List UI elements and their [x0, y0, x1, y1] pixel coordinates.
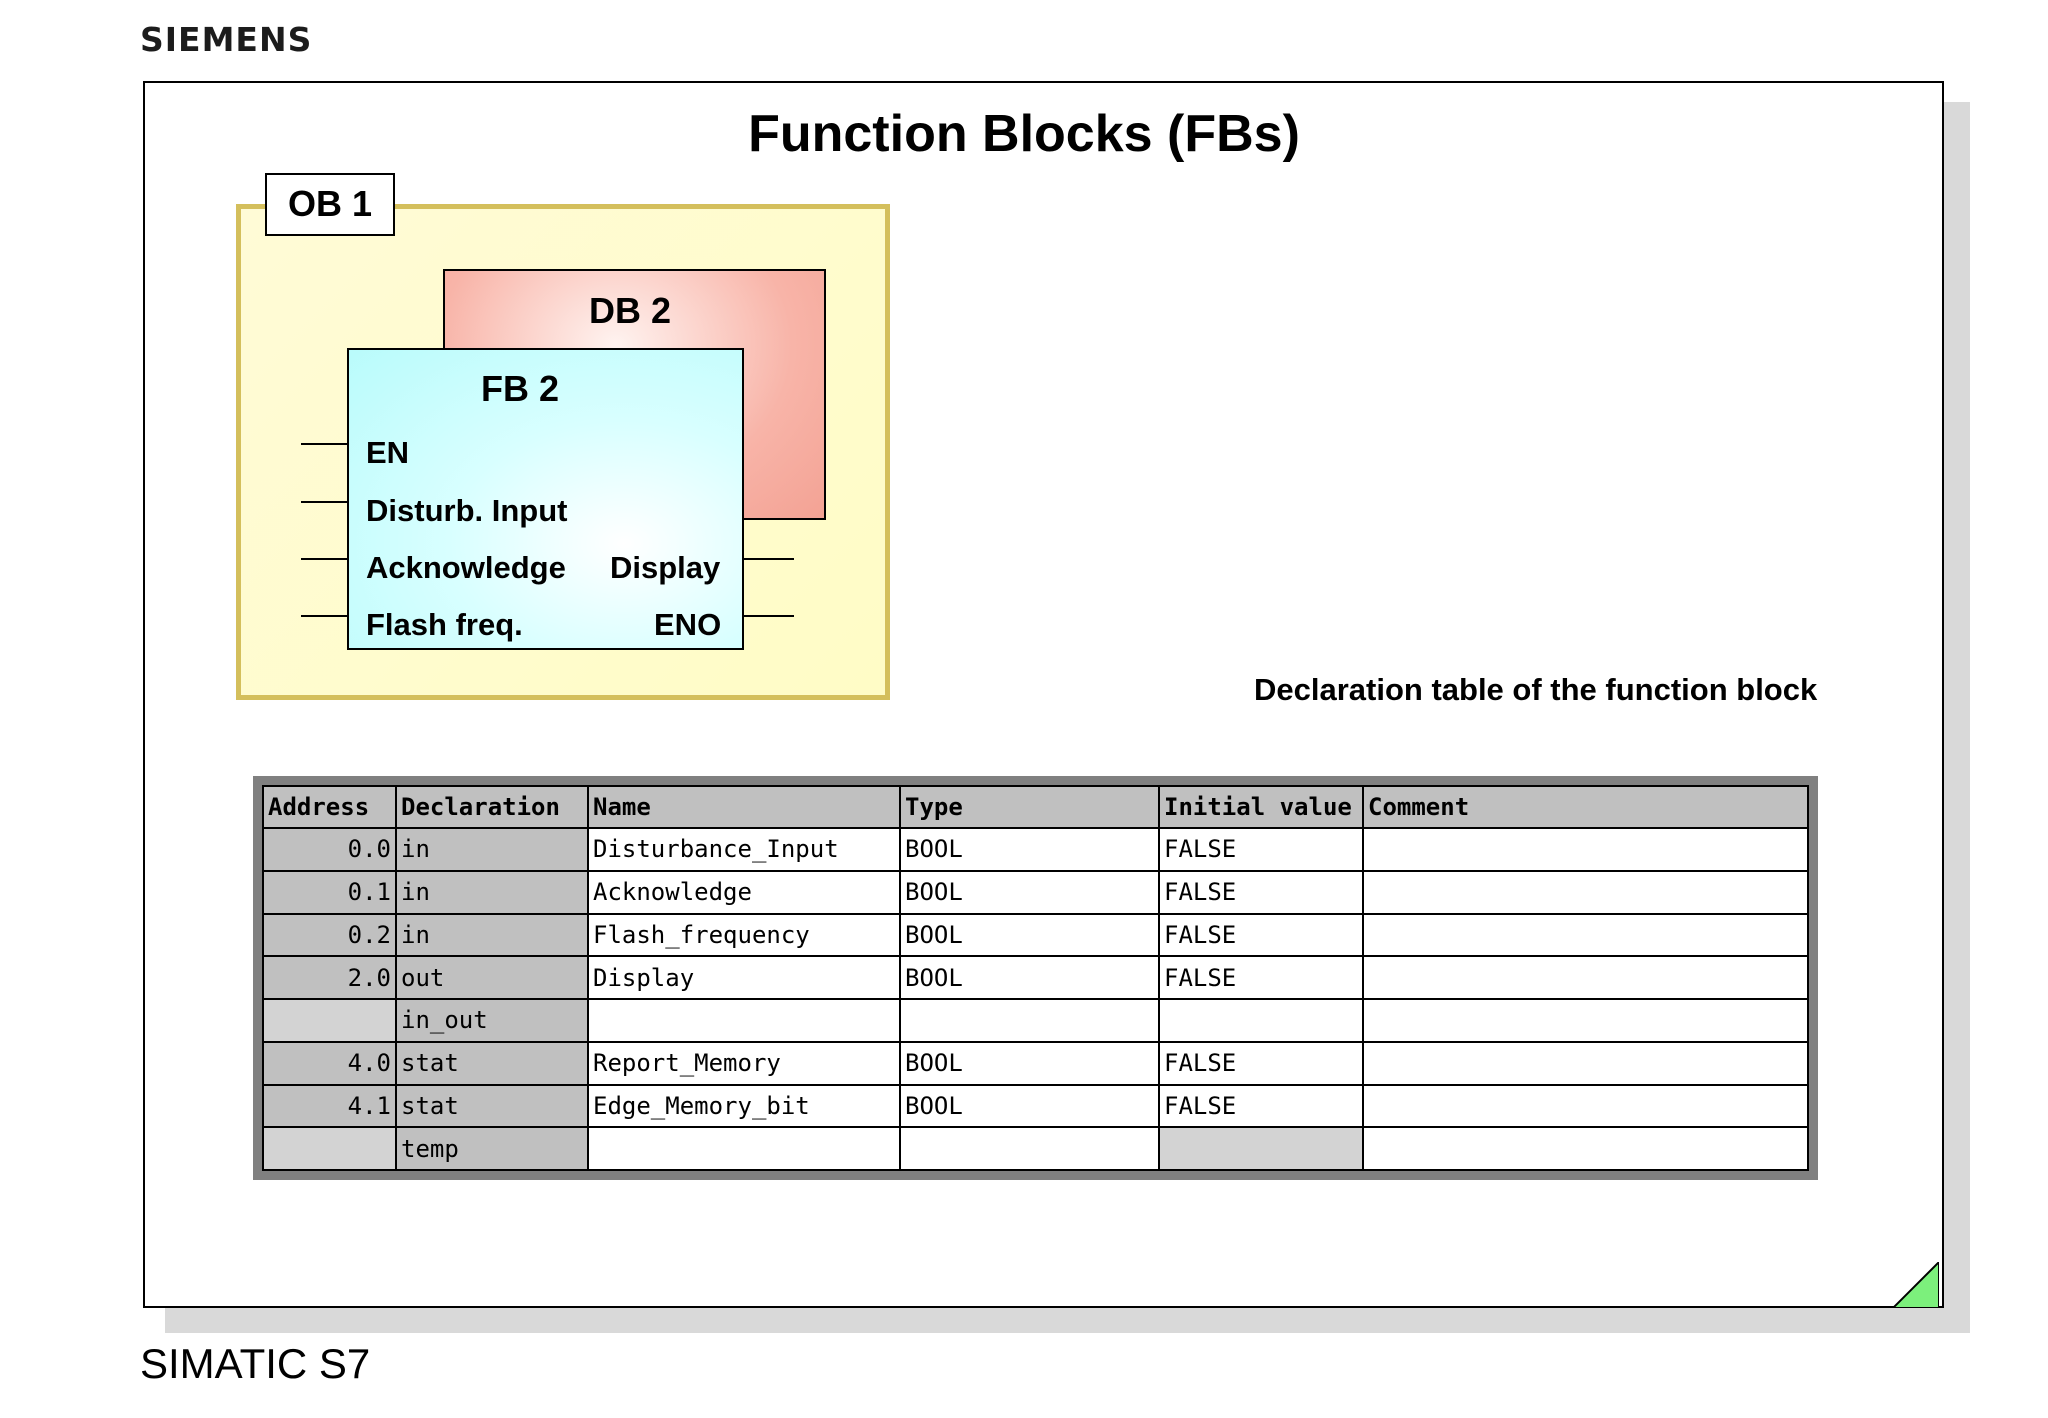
fb-label: FB 2 — [480, 368, 559, 409]
input-acknowledge: Acknowledge — [366, 550, 566, 585]
cell-declaration: in — [395, 869, 589, 915]
slide-title: Function Blocks (FBs) — [748, 105, 1300, 163]
cell-type[interactable]: BOOL — [899, 827, 1160, 872]
input-pin-line — [301, 615, 347, 617]
header-type: Type — [899, 785, 1160, 829]
output-eno: ENO — [654, 607, 722, 642]
cell-type[interactable]: BOOL — [899, 1083, 1160, 1129]
cell-declaration: temp — [395, 1126, 589, 1171]
table-header-row: Address Declaration Name Type Initial va… — [262, 785, 1809, 829]
header-initial-value: Initial value — [1158, 785, 1364, 829]
cell-address: 4.0 — [262, 1040, 397, 1086]
cell-type[interactable]: BOOL — [899, 1040, 1160, 1086]
fb-block — [347, 348, 744, 650]
ob-label: OB 1 — [265, 173, 395, 236]
table-row: 4.0 stat Report_Memory BOOL FALSE — [262, 1040, 1809, 1086]
table-row: 4.1 stat Edge_Memory_bit BOOL FALSE — [262, 1083, 1809, 1129]
table-row: temp — [262, 1126, 1809, 1171]
db-label: DB 2 — [588, 290, 672, 331]
cell-name[interactable]: Acknowledge — [587, 869, 901, 915]
table-row: 2.0 out Display BOOL FALSE — [262, 955, 1809, 1000]
cell-name[interactable]: Disturbance_Input — [587, 827, 901, 872]
output-display: Display — [610, 550, 721, 585]
cell-initial-value[interactable] — [1158, 998, 1364, 1043]
cell-comment[interactable] — [1362, 869, 1809, 915]
cell-address: 0.1 — [262, 869, 397, 915]
table-row: in_out — [262, 998, 1809, 1043]
output-pin-line — [744, 615, 794, 617]
cell-address — [262, 1126, 397, 1171]
cell-comment[interactable] — [1362, 1040, 1809, 1086]
cell-address: 4.1 — [262, 1083, 397, 1129]
cell-name[interactable]: Report_Memory — [587, 1040, 901, 1086]
cell-initial-value[interactable]: FALSE — [1158, 827, 1364, 872]
input-pin-line — [301, 501, 347, 503]
cell-name[interactable]: Edge_Memory_bit — [587, 1083, 901, 1129]
cell-declaration: stat — [395, 1040, 589, 1086]
table-row: 0.0 in Disturbance_Input BOOL FALSE — [262, 827, 1809, 872]
cell-name[interactable]: Display — [587, 955, 901, 1000]
cell-declaration: stat — [395, 1083, 589, 1129]
header-declaration: Declaration — [395, 785, 589, 829]
cell-comment[interactable] — [1362, 955, 1809, 1000]
cell-declaration: in — [395, 827, 589, 872]
cell-address — [262, 998, 397, 1043]
declaration-table-frame: Address Declaration Name Type Initial va… — [253, 776, 1818, 1180]
cell-type[interactable]: BOOL — [899, 955, 1160, 1000]
declaration-table: Address Declaration Name Type Initial va… — [262, 785, 1809, 1171]
cell-initial-value[interactable]: FALSE — [1158, 869, 1364, 915]
cell-name[interactable] — [587, 1126, 901, 1171]
cell-initial-value[interactable]: FALSE — [1158, 1040, 1364, 1086]
cell-comment[interactable] — [1362, 912, 1809, 958]
input-en: EN — [366, 435, 410, 470]
cell-address: 0.2 — [262, 912, 397, 958]
cell-initial-value[interactable]: FALSE — [1158, 912, 1364, 958]
cell-address: 2.0 — [262, 955, 397, 1000]
table-row: 0.1 in Acknowledge BOOL FALSE — [262, 869, 1809, 915]
cell-initial-value — [1158, 1126, 1364, 1171]
cell-type[interactable] — [899, 1126, 1160, 1171]
cell-type[interactable]: BOOL — [899, 869, 1160, 915]
cell-comment[interactable] — [1362, 998, 1809, 1043]
input-disturb: Disturb. Input — [366, 493, 568, 528]
cell-declaration: in_out — [395, 998, 589, 1043]
header-address: Address — [262, 785, 397, 829]
cell-declaration: in — [395, 912, 589, 958]
input-pin-line — [301, 558, 347, 560]
cell-comment[interactable] — [1362, 1126, 1809, 1171]
cell-initial-value[interactable]: FALSE — [1158, 955, 1364, 1000]
cell-type[interactable]: BOOL — [899, 912, 1160, 958]
cell-comment[interactable] — [1362, 827, 1809, 872]
header-name: Name — [587, 785, 901, 829]
table-row: 0.2 in Flash_frequency BOOL FALSE — [262, 912, 1809, 958]
footer-product-name: SIMATIC S7 — [140, 1340, 371, 1387]
input-pin-line — [301, 443, 347, 445]
declaration-caption: Declaration table of the function block — [1254, 672, 1818, 707]
cell-initial-value[interactable]: FALSE — [1158, 1083, 1364, 1129]
cell-address: 0.0 — [262, 827, 397, 872]
brand-logo: SIEMENS — [140, 20, 313, 59]
output-pin-line — [744, 558, 794, 560]
cell-declaration: out — [395, 955, 589, 1000]
header-comment: Comment — [1362, 785, 1809, 829]
page-corner-icon — [1893, 1262, 1939, 1308]
cell-name[interactable]: Flash_frequency — [587, 912, 901, 958]
input-flash-freq: Flash freq. — [366, 607, 523, 642]
cell-comment[interactable] — [1362, 1083, 1809, 1129]
cell-type[interactable] — [899, 998, 1160, 1043]
cell-name[interactable] — [587, 998, 901, 1043]
